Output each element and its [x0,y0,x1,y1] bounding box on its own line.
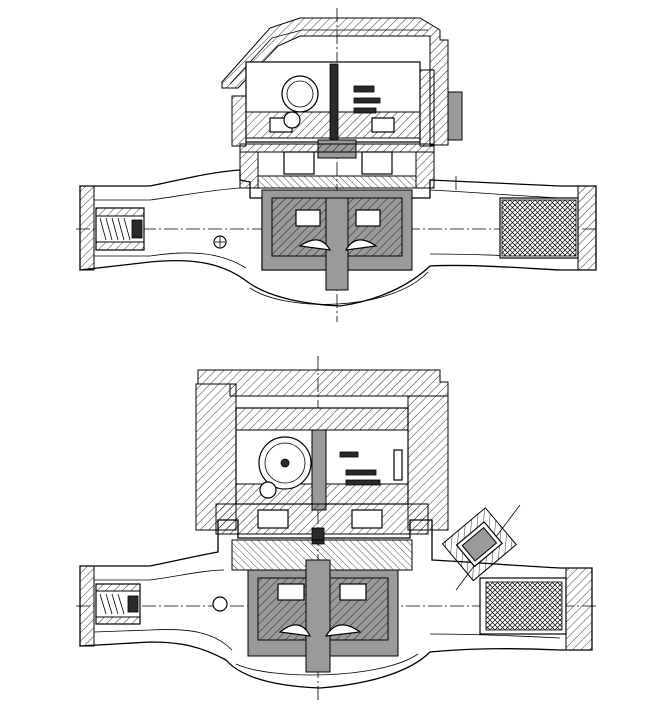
top-inner-pipe-upper-left [94,187,241,201]
top-lid-hinge [447,91,463,141]
bottom-inner-pipe-lower-right [429,633,561,639]
bottom-inner-pipe-upper-left [94,569,225,581]
top-gear-shaft [329,63,339,145]
bottom-check-valve [95,583,141,625]
bottom-gear-small [259,481,277,499]
top-gear-small [283,111,301,129]
top-blade-left [298,239,332,251]
bottom-side-lug [212,596,228,612]
bottom-impeller-shaft [305,559,331,673]
bottom-bowl-inner [235,653,419,676]
top-inner-pipe-lower-left [94,252,247,269]
top-check-valve [95,207,145,251]
bottom-blade-right [324,624,362,637]
top-flange [239,143,435,153]
bottom-inclined-plug [441,507,517,582]
bottom-register-top [235,407,409,431]
top-strainer [499,185,597,271]
bottom-inner-pipe-lower-left [93,629,233,651]
top-impeller-shaft [325,197,349,291]
top-cross-section [76,8,598,322]
bottom-strainer [479,567,593,651]
top-blade-right [344,239,378,251]
bottom-cross-section [76,356,598,700]
top-left-thread [79,185,95,271]
top-register-wall-left [231,95,247,147]
bottom-blade-left [278,624,312,637]
bottom-gear-hub [280,458,290,468]
top-lid-inner [229,29,428,85]
top-inner-pipe-upper-right [429,189,561,199]
top-bowl-inner [249,271,429,305]
top-body-outline [79,169,597,307]
bottom-left-thread [79,565,95,647]
plus-circle-icon [213,235,227,249]
bottom-body-outline [79,519,593,689]
top-register-wall-right [419,69,435,147]
bottom-gear-shaft [311,429,327,511]
